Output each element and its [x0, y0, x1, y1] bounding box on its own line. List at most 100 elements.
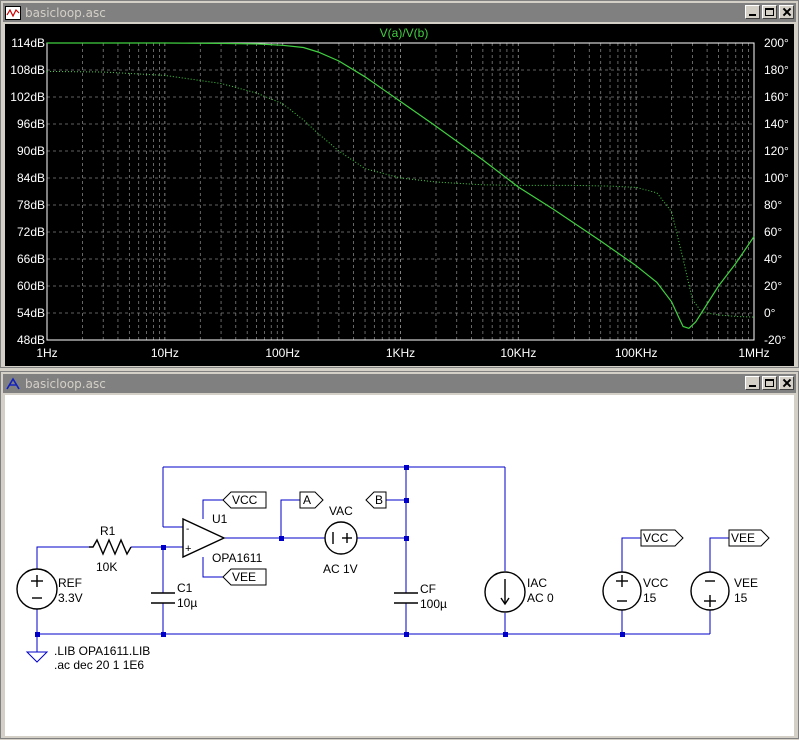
plot-tick-labels: 114dB108dB102dB96dB90dB84dB78dB72dB66dB6…: [10, 36, 789, 360]
y-tick-right: 100°: [764, 171, 789, 185]
net-flag-vcc-2[interactable]: [640, 529, 684, 547]
wire-vcc-src[interactable]: [621, 537, 641, 572]
waveform-app-icon: [5, 5, 21, 20]
y-tick-right: 20°: [764, 279, 782, 293]
net-flag-vee-2-label: VEE: [731, 531, 755, 545]
x-tick: 1KHz: [386, 346, 415, 360]
opamp-u1[interactable]: - +: [182, 517, 226, 559]
voltage-source-vcc[interactable]: [602, 571, 642, 611]
voltage-source-vee[interactable]: [690, 571, 730, 611]
y-tick-right: 200°: [764, 36, 789, 50]
plot-window-titlebar[interactable]: basicloop.asc: [3, 3, 796, 22]
wire-u1-vee[interactable]: [202, 557, 223, 578]
opamp-plus-sign: +: [185, 543, 191, 555]
y-tick-left: 54dB: [17, 306, 45, 320]
close-button[interactable]: [779, 5, 794, 19]
r1-name[interactable]: R1: [100, 524, 116, 538]
junction-dot: [404, 498, 409, 503]
y-tick-left: 114dB: [11, 36, 45, 50]
net-flag-vcc[interactable]: [222, 491, 267, 509]
vcc-name[interactable]: VCC: [643, 576, 669, 590]
cf-value[interactable]: 100µ: [420, 597, 447, 611]
schematic-app-icon: [5, 376, 21, 391]
wire-ref-r1[interactable]: [36, 546, 89, 569]
y-tick-right: 140°: [764, 117, 789, 131]
cf-name[interactable]: CF: [420, 582, 436, 596]
ground-symbol[interactable]: [25, 634, 49, 663]
y-tick-left: 102dB: [10, 90, 45, 104]
c1-value[interactable]: 10µ: [177, 596, 197, 610]
iac-value[interactable]: AC 0: [527, 591, 554, 605]
minimize-button[interactable]: [745, 376, 760, 390]
r1-value[interactable]: 10K: [96, 560, 117, 574]
junction-dot: [279, 536, 284, 541]
schematic-canvas[interactable]: - +: [5, 395, 794, 736]
y-tick-right: 160°: [764, 90, 789, 104]
capacitor-cf[interactable]: [394, 592, 418, 604]
y-tick-right: 180°: [764, 63, 789, 77]
junction-dot: [620, 632, 625, 637]
x-tick: 1Hz: [36, 346, 57, 360]
net-flag-b-label: B: [375, 493, 383, 507]
y-tick-right: 80°: [764, 198, 782, 212]
net-flag-b[interactable]: [365, 491, 387, 509]
schematic-window-title: basicloop.asc: [25, 376, 106, 391]
vcc-value[interactable]: 15: [643, 591, 657, 605]
wire-u1-vcc[interactable]: [202, 499, 223, 519]
c1-name[interactable]: C1: [177, 581, 193, 595]
voltage-source-ref[interactable]: [16, 568, 58, 610]
junction-dot: [161, 545, 166, 550]
close-button[interactable]: [779, 376, 794, 390]
y-tick-left: 66dB: [17, 252, 45, 266]
u1-name[interactable]: U1: [212, 512, 228, 526]
y-tick-left: 78dB: [17, 198, 45, 212]
spice-directive-ac[interactable]: .ac dec 20 1 1E6: [54, 658, 144, 672]
net-flag-vee-label: VEE: [232, 570, 256, 584]
capacitor-c1[interactable]: [151, 592, 175, 604]
phase-trace: [46, 70, 755, 318]
spice-directive-lib[interactable]: .LIB OPA1611.LIB: [54, 644, 150, 658]
bode-plot[interactable]: 114dB108dB102dB96dB90dB84dB78dB72dB66dB6…: [5, 24, 796, 366]
iac-name[interactable]: IAC: [527, 576, 547, 590]
net-flag-vcc-label: VCC: [232, 493, 258, 507]
y-tick-right: 60°: [764, 225, 782, 239]
y-tick-left: 90dB: [17, 144, 45, 158]
vee-value[interactable]: 15: [734, 591, 748, 605]
y-tick-right: -20°: [764, 333, 786, 347]
maximize-button[interactable]: [762, 376, 777, 390]
plot-frame: [46, 42, 755, 341]
net-flags: [222, 491, 770, 586]
y-tick-left: 108dB: [10, 63, 45, 77]
net-flag-vee-2[interactable]: [728, 529, 770, 547]
trace-label[interactable]: V(a)/V(b): [380, 26, 429, 40]
schematic-drawing[interactable]: - +: [5, 395, 796, 736]
junction-dot: [161, 632, 166, 637]
wire-vee-src[interactable]: [709, 537, 729, 572]
vac-name[interactable]: VAC: [329, 504, 353, 518]
ref-name[interactable]: REF: [58, 576, 82, 590]
junction-dot: [404, 465, 409, 470]
voltage-source-vac[interactable]: [324, 521, 358, 555]
y-tick-left: 72dB: [17, 225, 45, 239]
maximize-button[interactable]: [762, 5, 777, 19]
wire-ground[interactable]: [36, 609, 710, 635]
y-tick-right: 0°: [764, 306, 776, 320]
net-flag-a-label: A: [303, 493, 311, 507]
x-tick: 10KHz: [500, 346, 536, 360]
ref-value[interactable]: 3.3V: [58, 591, 83, 605]
vac-value[interactable]: AC 1V: [323, 562, 358, 576]
net-flag-vee[interactable]: [222, 568, 267, 586]
schematic-window-titlebar[interactable]: basicloop.asc: [3, 374, 796, 393]
u1-part[interactable]: OPA1611: [212, 551, 263, 565]
junction-dot: [404, 536, 409, 541]
resistor-r1[interactable]: [89, 538, 132, 556]
minimize-button[interactable]: [745, 5, 760, 19]
magnitude-trace: [47, 42, 755, 329]
wire-a-flag[interactable]: [280, 499, 300, 538]
net-flag-a[interactable]: [299, 491, 324, 509]
vee-name[interactable]: VEE: [734, 576, 758, 590]
component-labels: R1 10K REF 3.3V C1 10µ U1 OPA1611 VAC AC…: [54, 504, 758, 672]
current-source-iac[interactable]: [484, 571, 526, 613]
